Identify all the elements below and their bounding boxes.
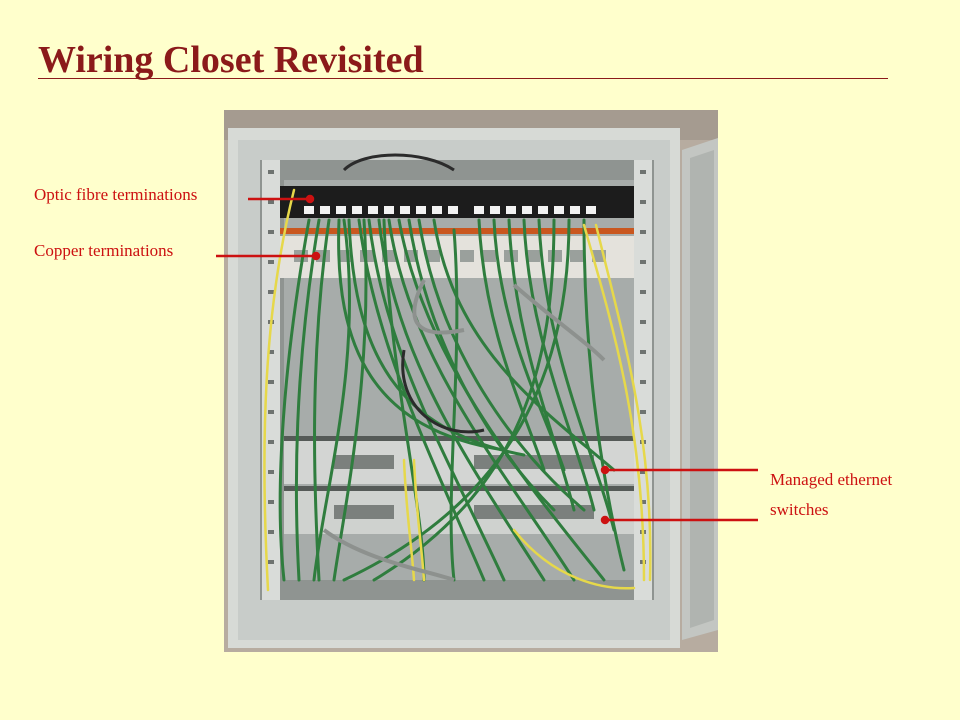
managed-switches-label: Managed ethernet switches bbox=[770, 470, 893, 519]
slide-title: Wiring Closet Revisited bbox=[38, 39, 424, 81]
wiring-closet-photo bbox=[224, 110, 718, 652]
title-underline bbox=[38, 78, 888, 79]
copper-terminations-label: Copper terminations bbox=[34, 241, 174, 260]
optic-fibre-label: Optic fibre terminations bbox=[34, 185, 198, 204]
